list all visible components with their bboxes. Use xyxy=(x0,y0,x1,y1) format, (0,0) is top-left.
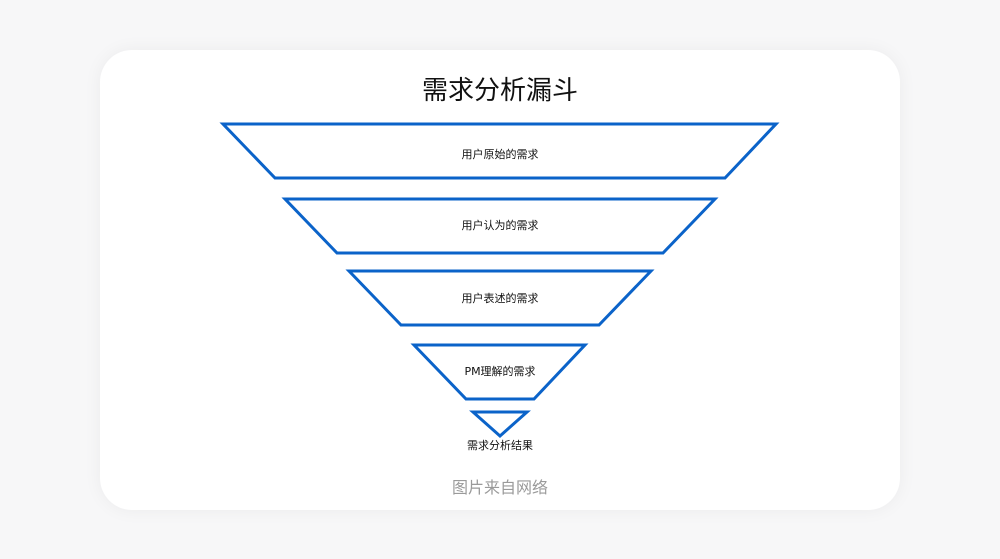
stage-label-1: 用户原始的需求 xyxy=(461,148,539,161)
funnel-stage-1 xyxy=(219,122,780,180)
stage-label-5: 需求分析结果 xyxy=(467,439,533,452)
stage-label-4: PM理解的需求 xyxy=(464,365,536,378)
stage-label-3: 用户表述的需求 xyxy=(461,292,539,305)
funnel-stage-5 xyxy=(469,410,531,439)
diagram-title: 需求分析漏斗 xyxy=(421,76,578,106)
funnel-stage-2 xyxy=(281,197,719,255)
image-source-caption: 图片来自网络 xyxy=(451,478,548,497)
stage-label-2: 用户认为的需求 xyxy=(461,219,539,232)
funnel-stage-4 xyxy=(410,343,589,401)
funnel-stage-3 xyxy=(345,269,655,327)
